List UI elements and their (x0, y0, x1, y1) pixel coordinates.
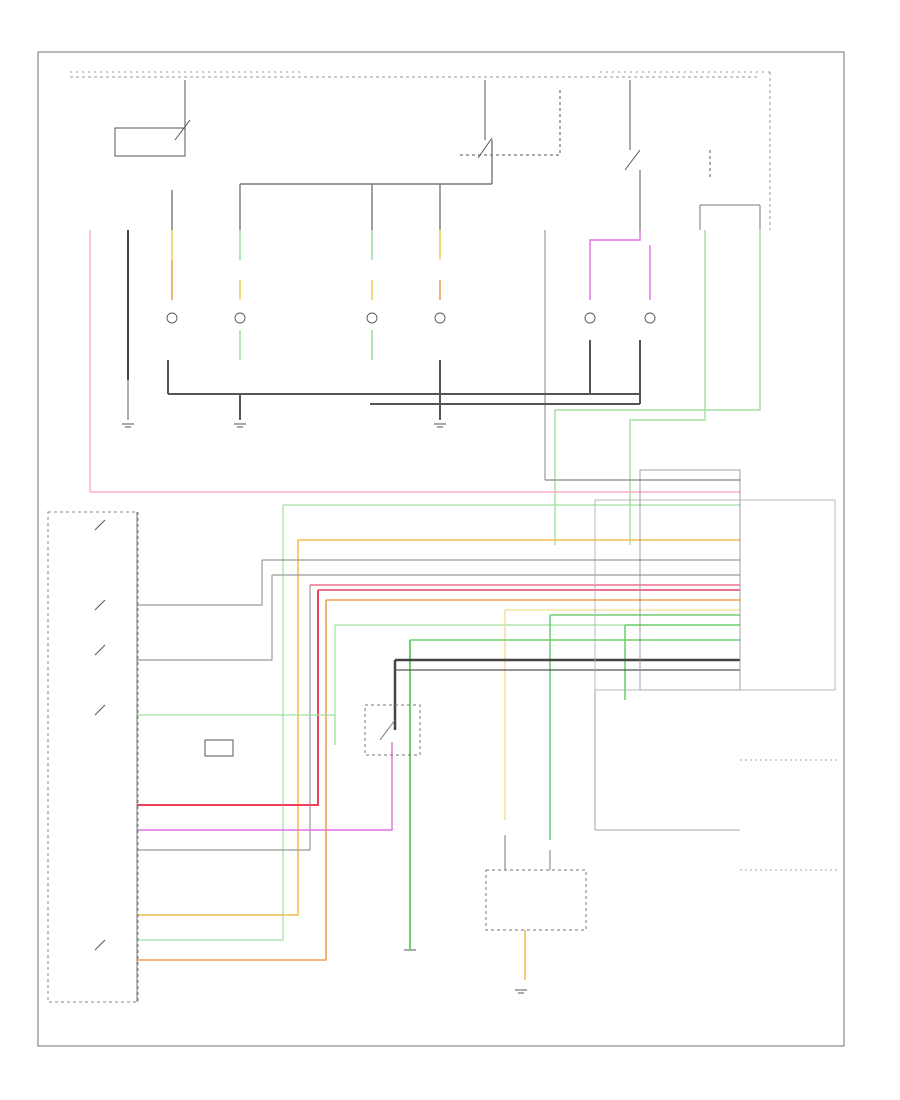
lamp-symbols (166, 312, 656, 324)
lamp-feed-bus (171, 140, 493, 230)
module-connectors (90, 479, 740, 980)
switch-glyphs (94, 519, 234, 951)
ground-bus (167, 340, 641, 420)
top-switches (114, 80, 711, 230)
turn-signal-switch-box (485, 835, 587, 931)
headlamp-switch-box (47, 511, 139, 1003)
side-marker-wires (589, 230, 651, 300)
center-relay (364, 704, 421, 756)
diagram-frame (37, 51, 845, 1047)
lamp-wires (89, 230, 546, 492)
top-power-buses (70, 71, 771, 230)
right-green-feeds (554, 204, 761, 545)
ground-symbols (122, 423, 527, 994)
right-connector-block (594, 469, 840, 871)
